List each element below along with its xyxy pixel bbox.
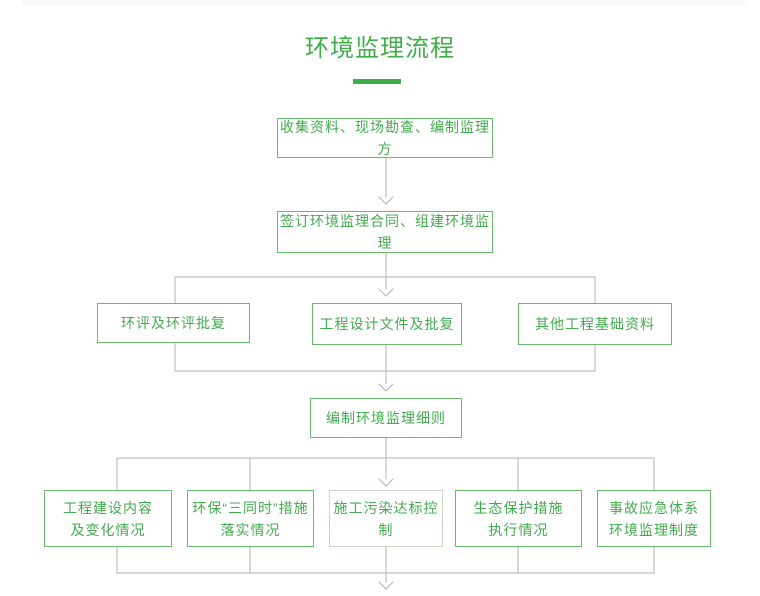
page-title: 环境监理流程 bbox=[305, 35, 455, 62]
flow-box-label-line2: 落实情况 bbox=[220, 521, 281, 538]
flow-box-label: 环评及环评批复 bbox=[121, 315, 226, 331]
flow-box-label-line2: 环境监理制度 bbox=[609, 521, 699, 538]
flow-box-label-line2: 执行情况 bbox=[488, 521, 549, 538]
flow-box-label-line1: 事故应急体系 bbox=[609, 499, 699, 516]
flow-box-label: 其他工程基础资料 bbox=[535, 316, 655, 332]
flow-box-label: 施工污染达标控制 bbox=[333, 499, 439, 538]
flow-box-ecology-protection: 生态保护措施 执行情况 bbox=[455, 490, 582, 547]
top-divider bbox=[22, 0, 745, 5]
flow-box-pollution-control: 施工污染达标控制 bbox=[329, 490, 443, 547]
flow-box-eia-approval: 环评及环评批复 bbox=[97, 303, 250, 343]
title-underline bbox=[353, 79, 401, 84]
flow-box-label: 工程设计文件及批复 bbox=[319, 316, 455, 332]
flow-box-label-line1: 生态保护措施 bbox=[473, 499, 564, 516]
flow-box-other-base-data: 其他工程基础资料 bbox=[518, 303, 672, 345]
flow-box-sign-contract: 签订环境监理合同、组建环境监理 bbox=[277, 211, 493, 253]
flow-box-design-documents: 工程设计文件及批复 bbox=[312, 303, 462, 345]
flow-box-label-line2: 及变化情况 bbox=[70, 521, 146, 538]
flow-box-three-simultaneous: 环保“三同时”措施 落实情况 bbox=[187, 490, 314, 547]
flow-box-emergency-system: 事故应急体系 环境监理制度 bbox=[597, 490, 711, 547]
flow-box-supervision-rules: 编制环境监理细则 bbox=[310, 398, 462, 438]
flow-box-label: 收集资料、现场勘查、编制监理方 bbox=[280, 119, 490, 157]
flow-box-label-line1: 环保“三同时”措施 bbox=[192, 499, 309, 516]
flow-box-collect-info: 收集资料、现场勘查、编制监理方 bbox=[277, 118, 493, 158]
flow-box-label: 编制环境监理细则 bbox=[326, 410, 446, 426]
flow-box-label: 签订环境监理合同、组建环境监理 bbox=[280, 213, 490, 251]
flow-box-label-line1: 工程建设内容 bbox=[63, 499, 153, 516]
flow-box-construction-content: 工程建设内容 及变化情况 bbox=[44, 490, 172, 547]
